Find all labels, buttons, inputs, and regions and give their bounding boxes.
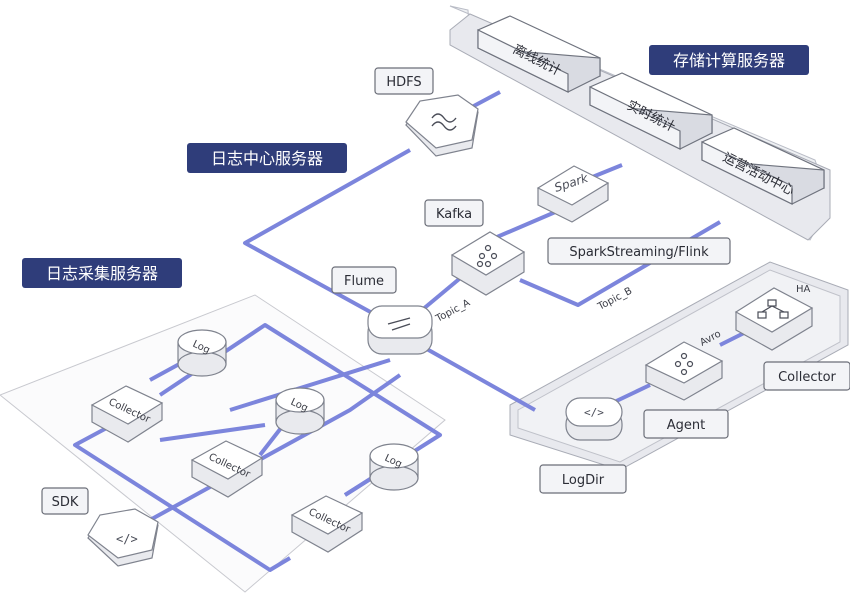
- group-title-collect: 日志采集服务器: [22, 258, 182, 288]
- ha-collector-node: [734, 287, 814, 351]
- agent-icon: [674, 352, 694, 376]
- hdfs-node: [405, 94, 479, 157]
- svg-text:Kafka: Kafka: [436, 207, 472, 222]
- storage-block-realtime: 实时统计: [589, 72, 713, 150]
- collector-node-2: Collector: [190, 440, 264, 498]
- label-collector-ha: Collector: [763, 361, 850, 391]
- storage-block-offline: 离线统计: [477, 15, 601, 93]
- log-node-1: Log: [177, 329, 227, 377]
- flow-hdfs-offline: [469, 90, 501, 110]
- label-sdk: SDK: [41, 487, 89, 515]
- svg-text:Flume: Flume: [344, 274, 384, 289]
- label-spark-streaming: SparkStreaming/Flink: [547, 237, 731, 265]
- flume-icon: [387, 317, 411, 331]
- kafka-node: [450, 231, 526, 296]
- kafka-icon: [476, 244, 498, 268]
- flow-collect-d: [229, 358, 391, 412]
- storage-block-ops: 运营活动中心: [701, 127, 825, 205]
- collector-node-1: Collector: [90, 385, 164, 443]
- svg-text:存储计算服务器: 存储计算服务器: [673, 51, 785, 70]
- label-agent: Agent: [643, 409, 729, 439]
- svg-text:日志采集服务器: 日志采集服务器: [46, 264, 158, 283]
- svg-text:HDFS: HDFS: [386, 75, 421, 90]
- agent-node: [644, 341, 724, 401]
- log-node-2: Log: [275, 387, 325, 435]
- label-flume: Flume: [331, 266, 397, 294]
- svg-text:日志中心服务器: 日志中心服务器: [211, 149, 323, 168]
- hdfs-icon: [431, 113, 457, 131]
- group-title-storage: 存储计算服务器: [649, 45, 809, 75]
- network-icon: [757, 299, 789, 319]
- svg-text:Collector: Collector: [778, 370, 836, 385]
- collector-node-3: Collector: [290, 495, 364, 553]
- log-node-3: Log: [369, 443, 419, 491]
- sdk-node: </>: [87, 508, 159, 567]
- label-logdir: LogDir: [539, 464, 627, 494]
- flow-kafka-spark: [489, 208, 561, 242]
- group-title-center: 日志中心服务器: [187, 143, 347, 173]
- spark-node: Spark: [536, 165, 610, 223]
- flow-collect-e: [159, 423, 266, 442]
- svg-text:SDK: SDK: [52, 495, 79, 510]
- label-kafka: Kafka: [424, 199, 484, 227]
- flow-to-hdfs: [243, 148, 411, 322]
- label-hdfs: HDFS: [374, 67, 434, 95]
- code-icon: </>: [584, 406, 604, 419]
- code-icon: </>: [116, 532, 138, 546]
- logdir-node: </>: [565, 397, 623, 441]
- edge-label-topic-a: Topic_A: [433, 297, 472, 325]
- svg-text:LogDir: LogDir: [562, 473, 605, 488]
- flow-flume-agent: [424, 346, 536, 412]
- svg-text:Agent: Agent: [667, 418, 705, 433]
- edge-label-ha: HA: [796, 284, 811, 295]
- flume-node: [367, 305, 433, 355]
- svg-text:SparkStreaming/Flink: SparkStreaming/Flink: [569, 245, 709, 260]
